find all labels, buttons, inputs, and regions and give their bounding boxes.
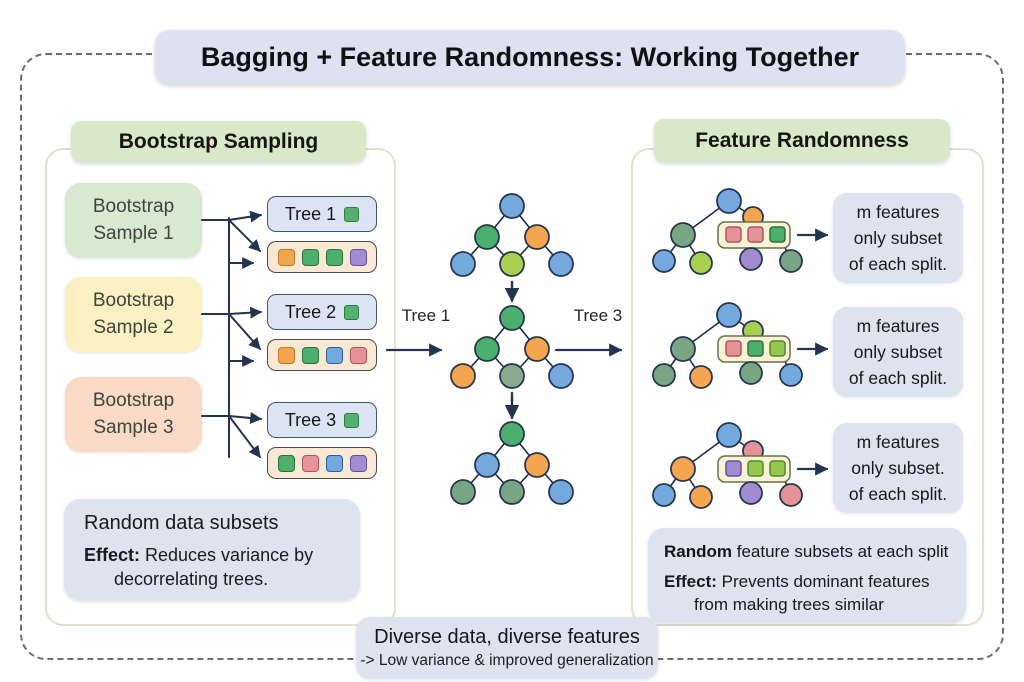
feature-chip-pink bbox=[301, 454, 319, 472]
tree-node-icon bbox=[344, 206, 360, 222]
feature-chip-green bbox=[325, 248, 343, 266]
effect-text: Prevents dominant features from making t… bbox=[694, 572, 930, 614]
feature-chip-row-2 bbox=[267, 339, 377, 371]
feature-effect-text: Effect: Prevents dominant features from … bbox=[664, 571, 950, 617]
conclusion-line-2: -> Low variance & improved generalizatio… bbox=[360, 652, 654, 669]
bootstrap-sampling-header: Bootstrap Sampling bbox=[71, 121, 366, 162]
feature-chip-purple bbox=[349, 248, 367, 266]
sample-label: Bootstrap bbox=[92, 196, 175, 218]
feature-chip-pink bbox=[349, 346, 367, 364]
sample-label: Bootstrap bbox=[92, 390, 175, 412]
m-features-note-2: m features only subset of each split. bbox=[833, 307, 963, 397]
tree-label: Tree 2 bbox=[284, 301, 337, 322]
random-text: feature subsets at each split bbox=[732, 542, 949, 561]
effect-label: Effect: bbox=[664, 572, 717, 591]
feature-chip-row-3 bbox=[267, 447, 377, 479]
note-line: only subset. bbox=[851, 457, 945, 478]
tree-1-box: Tree 1 bbox=[267, 196, 377, 232]
feature-chip-green bbox=[301, 248, 319, 266]
note-line: only subset bbox=[853, 341, 943, 362]
tree-node-icon bbox=[344, 412, 360, 428]
bootstrap-sample-3: Bootstrap Sample 3 bbox=[65, 377, 202, 452]
feature-chip-blue bbox=[325, 454, 343, 472]
tree-label: Tree 3 bbox=[284, 409, 337, 430]
m-features-note-1: m features only subset of each split. bbox=[833, 193, 963, 283]
note-line: m features bbox=[856, 431, 940, 452]
tree-3-arrow-label: Tree 3 bbox=[573, 306, 623, 325]
feature-chip-green bbox=[301, 346, 319, 364]
effect-text: Reduces variance by decorrelating trees. bbox=[114, 545, 314, 590]
feature-chip-orange bbox=[277, 346, 295, 364]
note-line: only subset bbox=[853, 227, 943, 248]
note-line: of each split. bbox=[848, 254, 948, 275]
sample-label: Sample 2 bbox=[93, 316, 174, 338]
bagging-summary-box: Random data subsets Effect: Reduces vari… bbox=[64, 499, 360, 600]
feature-chip-purple bbox=[349, 454, 367, 472]
bagging-effect-text: Effect: Reduces variance by decorrelatin… bbox=[84, 543, 340, 592]
tree-node-icon bbox=[344, 304, 360, 320]
feature-chip-row-1 bbox=[267, 241, 377, 273]
tree-label: Tree 1 bbox=[284, 203, 337, 224]
note-line: m features bbox=[856, 315, 940, 336]
feature-randomness-header: Feature Randomness bbox=[654, 119, 950, 162]
note-line: of each split. bbox=[848, 484, 948, 505]
feature-summary-box: Random feature subsets at each split Eff… bbox=[648, 528, 966, 623]
tree-3-box: Tree 3 bbox=[267, 402, 377, 438]
conclusion-box: Diverse data, diverse features -> Low va… bbox=[356, 617, 658, 679]
sample-label: Sample 1 bbox=[93, 222, 174, 244]
diagram-title: Bagging + Feature Randomness: Working To… bbox=[155, 30, 905, 84]
bootstrap-sample-2: Bootstrap Sample 2 bbox=[65, 277, 202, 352]
random-label: Random bbox=[664, 542, 732, 561]
tree-2-box: Tree 2 bbox=[267, 294, 377, 330]
bagging-summary-title: Random data subsets bbox=[84, 512, 279, 534]
note-line: m features bbox=[856, 201, 940, 222]
feature-chip-green bbox=[277, 454, 295, 472]
m-features-note-3: m features only subset. of each split. bbox=[833, 423, 963, 513]
note-line: of each split. bbox=[848, 368, 948, 389]
feature-chip-blue bbox=[325, 346, 343, 364]
feature-summary-title: Random feature subsets at each split bbox=[664, 542, 950, 562]
bootstrap-sample-1: Bootstrap Sample 1 bbox=[65, 183, 202, 258]
effect-label: Effect: bbox=[84, 545, 141, 565]
sample-label: Bootstrap bbox=[92, 290, 175, 312]
conclusion-line-1: Diverse data, diverse features bbox=[374, 626, 640, 648]
feature-chip-orange bbox=[277, 248, 295, 266]
tree-1-arrow-label: Tree 1 bbox=[401, 306, 451, 325]
sample-label: Sample 3 bbox=[93, 416, 174, 438]
